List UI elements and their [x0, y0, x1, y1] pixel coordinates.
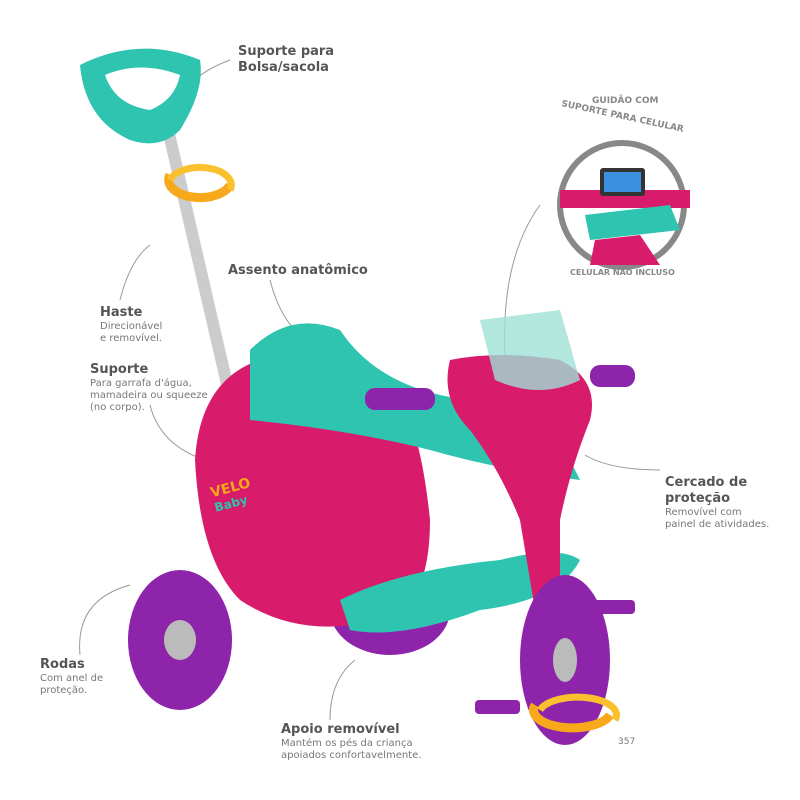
rotate-arrows-icon: [528, 693, 621, 733]
callout-desc: mamadeira ou squeeze: [90, 390, 208, 401]
callout-assento: Assento anatômico: [228, 263, 368, 279]
callout-desc: (no corpo).: [90, 402, 145, 413]
callout-title: Bolsa/sacola: [238, 60, 329, 75]
callout-title: Assento anatômico: [228, 263, 368, 278]
page-number: 357: [618, 737, 636, 747]
callout-desc: Direcionável: [100, 321, 163, 332]
callout-title: Apoio removível: [281, 722, 400, 737]
callout-cercado: Cercado de proteção Removível com painel…: [665, 475, 769, 531]
callout-haste: Haste Direcionável e removível.: [100, 305, 162, 345]
callout-suporte-bolsa: Suporte para Bolsa/sacola: [238, 44, 334, 76]
callout-desc: apoiados confortavelmente.: [281, 750, 422, 761]
callout-title: Suporte para: [238, 44, 335, 59]
callout-apoio: Apoio removível Mantém os pés da criança…: [281, 722, 421, 762]
callout-rodas: Rodas Com anel de proteção.: [40, 657, 103, 697]
rotate-arrows-icon: [164, 163, 235, 203]
callout-desc: e removível.: [100, 333, 162, 344]
callout-desc: Removível com: [665, 507, 742, 518]
callout-title: Rodas: [40, 657, 85, 672]
callout-title: Haste: [100, 305, 143, 320]
handlebar-inset: [557, 140, 690, 270]
callout-desc: proteção.: [40, 685, 88, 696]
inset-footnote: CELULAR NÃO INCLUSO: [570, 268, 675, 277]
callout-suporte: Suporte Para garrafa d'água, mamadeira o…: [90, 362, 208, 414]
inset-title-1: GUIDÃO COM: [592, 96, 659, 106]
callout-title: Cercado de: [665, 475, 748, 490]
callout-desc: Para garrafa d'água,: [90, 378, 192, 389]
callout-desc: Mantém os pés da criança: [281, 738, 413, 749]
callout-desc: painel de atividades.: [665, 519, 770, 530]
callout-title: Suporte: [90, 362, 149, 377]
callout-title: proteção: [665, 491, 731, 506]
callout-desc: Com anel de: [40, 673, 104, 684]
